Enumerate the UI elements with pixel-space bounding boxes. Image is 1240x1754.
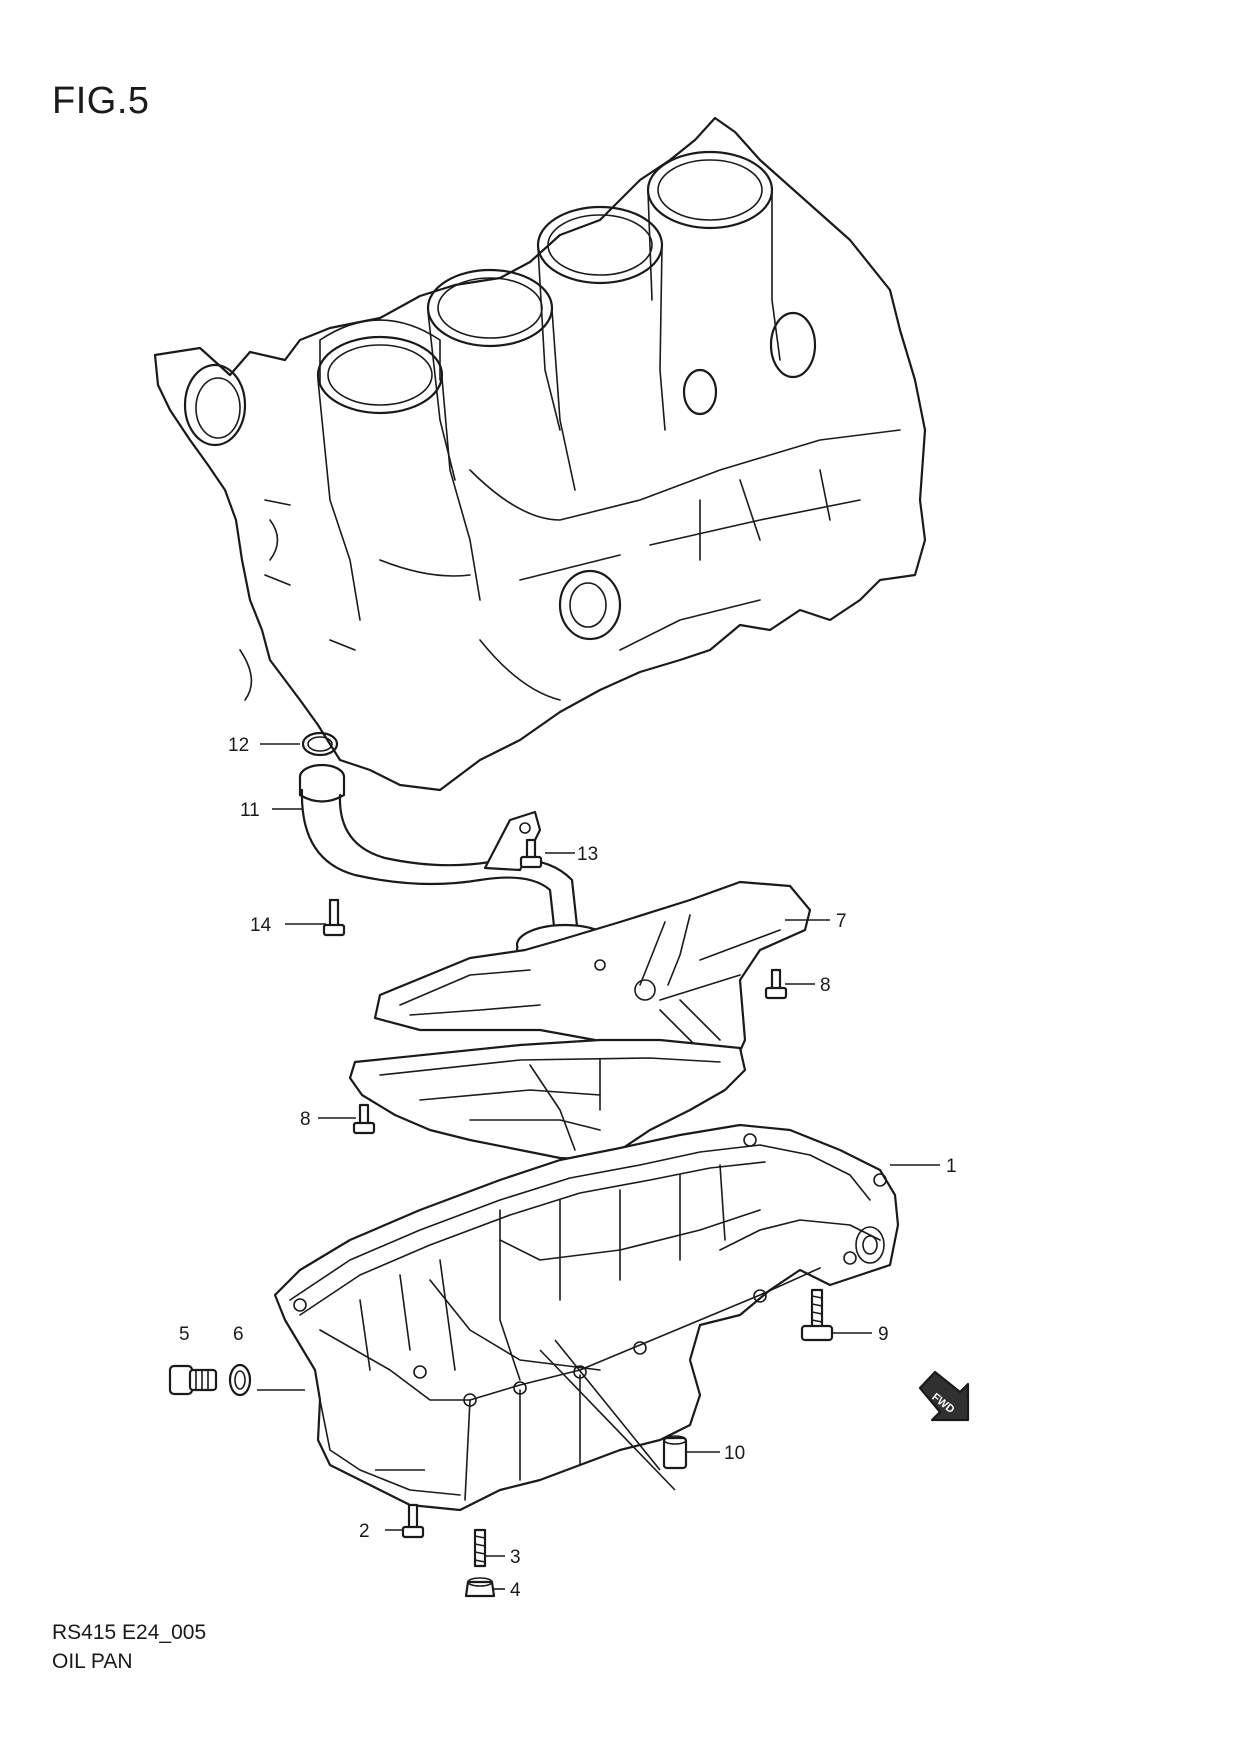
callout-3: 3 <box>510 1547 521 1568</box>
drawing-code: RS415 E24_005 <box>52 1621 207 1644</box>
callout-10: 10 <box>724 1443 745 1464</box>
bolt-13 <box>519 838 543 869</box>
stud-bolt-9 <box>800 1288 834 1342</box>
oil-pan <box>273 1123 900 1512</box>
callout-9: 9 <box>878 1324 889 1345</box>
nut-4 <box>464 1577 496 1598</box>
callout-8-lower: 8 <box>300 1109 311 1130</box>
part-name: OIL PAN <box>52 1650 133 1673</box>
bolt-8-upper <box>764 968 788 1000</box>
drain-plug <box>168 1364 218 1396</box>
bolt-14 <box>322 898 346 937</box>
callout-6: 6 <box>233 1324 244 1345</box>
fwd-arrow-icon: FWD <box>918 1370 970 1422</box>
callout-13: 13 <box>577 844 598 865</box>
cylinder-bore-1 <box>316 319 444 415</box>
callout-7: 7 <box>836 911 847 932</box>
leader-lines <box>257 743 940 1590</box>
callout-labels: 12 11 13 14 7 8 8 1 9 5 6 10 2 3 4 <box>179 735 957 1601</box>
bolt-2 <box>401 1503 425 1539</box>
drain-plug-gasket <box>228 1363 252 1397</box>
callout-12: 12 <box>228 735 249 756</box>
callout-1: 1 <box>946 1156 957 1177</box>
cylinder-block <box>153 116 927 792</box>
oil-pan-stiffener-plate <box>348 1038 747 1162</box>
stud-3 <box>473 1528 487 1568</box>
callout-2: 2 <box>359 1521 370 1542</box>
figure-title: FIG.5 <box>52 80 150 122</box>
callout-5: 5 <box>179 1324 190 1345</box>
callout-11: 11 <box>240 800 260 821</box>
callout-8-upper: 8 <box>820 975 831 996</box>
o-ring <box>301 731 339 757</box>
callout-4: 4 <box>510 1580 521 1601</box>
cylinder-bore-3 <box>536 205 664 285</box>
bolt-8-lower <box>352 1103 376 1135</box>
knock-pin-10 <box>662 1435 688 1470</box>
callout-14: 14 <box>250 915 272 936</box>
cylinder-bore-4 <box>646 150 774 230</box>
